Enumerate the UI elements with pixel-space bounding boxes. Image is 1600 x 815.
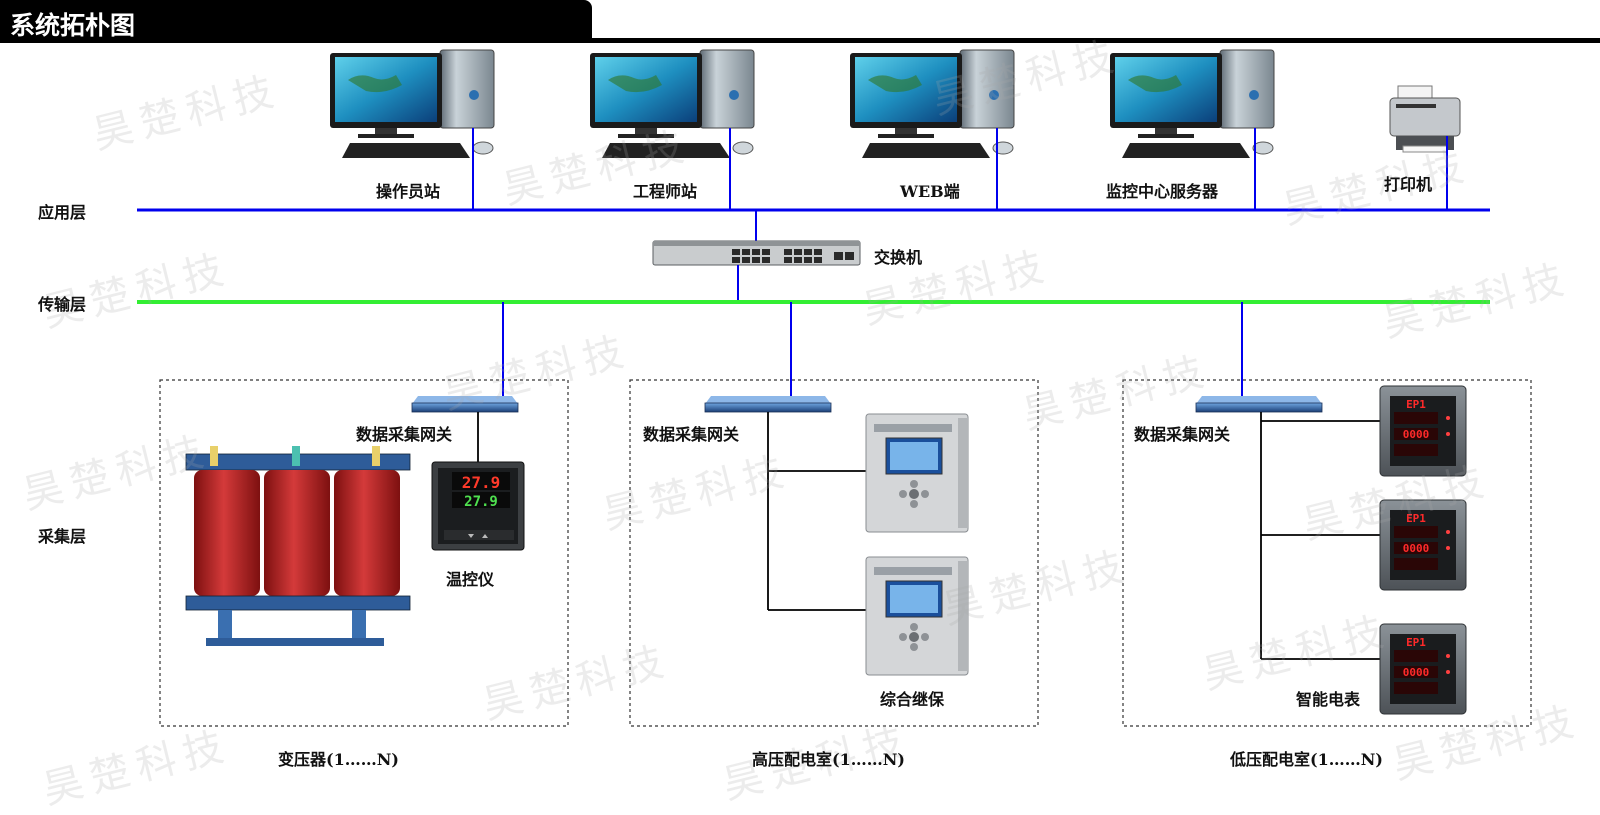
application-drops	[472, 128, 1448, 243]
title-bar: 系统拓朴图	[0, 0, 592, 40]
layer-label-transport: 传输层	[38, 295, 87, 314]
label-temperature-controller: 温控仪	[446, 570, 495, 589]
layer-label-application: 应用层	[38, 203, 87, 222]
relay-protection-1-icon	[865, 413, 969, 533]
caption-high-voltage-room: 高压配电室(1……N)	[752, 750, 905, 769]
gateway3-links	[1260, 412, 1380, 660]
gateway-3-icon	[1195, 396, 1323, 413]
network-switch-icon	[652, 240, 861, 266]
smart-meter-2-icon	[1379, 499, 1467, 591]
label-engineer-station: 工程师站	[633, 182, 698, 201]
group-box-high-voltage	[629, 379, 1039, 727]
computer-web-client	[850, 49, 1015, 158]
label-monitoring-server: 监控中心服务器	[1106, 182, 1219, 201]
meter3-code: EP1	[1406, 636, 1426, 649]
smart-meter-3-icon	[1379, 623, 1467, 715]
title-rule	[0, 38, 1600, 43]
caption-low-voltage-room: 低压配电室(1……N)	[1230, 750, 1383, 769]
meter1-value: 0000	[1403, 428, 1430, 441]
printer-icon	[1389, 85, 1461, 153]
meter1-code: EP1	[1406, 398, 1426, 411]
relay-protection-2-icon	[865, 556, 969, 676]
transport-drops	[502, 302, 1243, 397]
temp-display-top: 27.9	[462, 473, 501, 492]
caption-transformer: 变压器(1……N)	[278, 750, 399, 769]
label-printer: 打印机	[1384, 175, 1433, 194]
label-operator-station: 操作员站	[376, 182, 441, 201]
group-box-transformer	[159, 379, 569, 727]
computer-operator-station	[330, 49, 495, 158]
label-switch: 交换机	[874, 248, 923, 267]
temperature-controller-icon	[431, 461, 525, 551]
label-gateway-1: 数据采集网关	[356, 425, 453, 444]
label-gateway-2: 数据采集网关	[643, 425, 740, 444]
computer-engineer-station	[590, 49, 755, 158]
layer-label-collection: 采集层	[38, 527, 87, 546]
computer-monitoring-server	[1110, 49, 1275, 158]
gateway-2-icon	[704, 396, 832, 413]
group-box-low-voltage	[1122, 379, 1532, 727]
smart-meter-1-icon	[1379, 385, 1467, 477]
label-relay-protection: 综合继保	[880, 690, 945, 709]
meter3-value: 0000	[1403, 666, 1430, 679]
gateway-1-icon	[411, 396, 519, 413]
page-title: 系统拓朴图	[10, 11, 136, 40]
meter2-code: EP1	[1406, 512, 1426, 525]
label-web-client: WEB端	[900, 182, 960, 201]
gateway2-links	[767, 412, 866, 611]
label-smart-meter: 智能电表	[1296, 690, 1361, 709]
meter2-value: 0000	[1403, 542, 1430, 555]
temp-display-bottom: 27.9	[464, 494, 498, 510]
transformer-icon	[185, 446, 411, 646]
label-gateway-3: 数据采集网关	[1134, 425, 1231, 444]
